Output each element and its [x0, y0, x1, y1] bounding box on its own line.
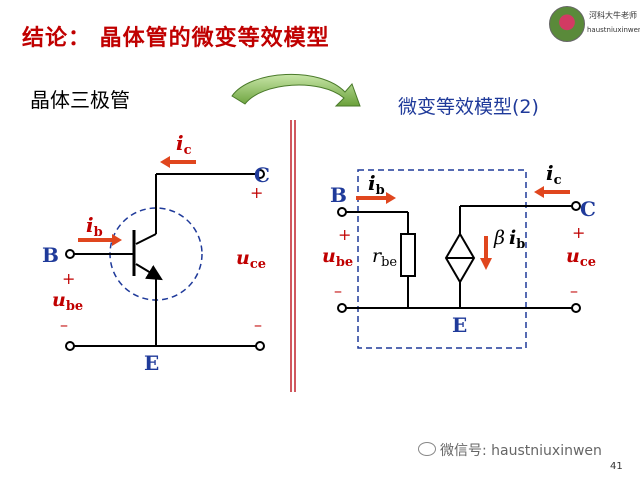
- model-plus-c: +: [572, 223, 585, 242]
- c-terminal: [255, 169, 265, 179]
- model-b-terminal: [337, 207, 347, 217]
- model-left-bottom-terminal: [337, 303, 347, 313]
- b-terminal: [65, 249, 75, 259]
- wechat-watermark: 微信号: haustniuxinwen: [418, 440, 602, 460]
- ib-label: ib: [86, 213, 103, 240]
- ic-label: ic: [176, 131, 192, 158]
- logo-flower-icon: [549, 6, 585, 42]
- transistor-circuit: [72, 173, 256, 347]
- rbe-label: rbe: [372, 245, 397, 270]
- logo-handle: haustniuxinwen: [587, 26, 640, 34]
- left-bottom-terminal: [65, 341, 75, 351]
- model-ib-label: ib: [368, 171, 385, 198]
- watermark-text: 微信号: haustniuxinwen: [440, 443, 602, 459]
- wechat-icon: [418, 442, 436, 456]
- c-label: C: [254, 163, 270, 187]
- logo: 河科大牛老师 haustniuxinwen: [549, 4, 640, 44]
- model-e-label: E: [452, 313, 467, 337]
- transform-arrow-icon: [231, 74, 361, 107]
- model-ib-arrow-icon: [356, 192, 396, 204]
- plus-b: +: [62, 269, 75, 288]
- model-plus-b: +: [338, 225, 351, 244]
- model-right-bottom-terminal: [571, 303, 581, 313]
- model-c-label: C: [580, 197, 596, 221]
- ic-arrow-icon: [160, 156, 196, 168]
- model-minus-c: –: [570, 281, 578, 300]
- model-ube-label: ube: [322, 245, 353, 270]
- minus-c: –: [254, 315, 262, 334]
- source-current-arrow-icon: [480, 236, 492, 270]
- page-number: 41: [610, 461, 623, 472]
- model-uce-label: uce: [566, 245, 596, 270]
- emitter-arrow: [135, 263, 163, 281]
- uce-label: uce: [236, 247, 266, 272]
- left-panel-title: 晶体三极管: [30, 88, 130, 112]
- rbe-resistor: [400, 233, 416, 277]
- e-label: E: [144, 351, 159, 375]
- model-dashed-box: [357, 169, 527, 349]
- model-ic-label: ic: [546, 161, 562, 188]
- model-b-label: B: [330, 183, 347, 207]
- right-panel-title: 微变等效模型(2): [398, 96, 539, 118]
- right-bottom-terminal: [255, 341, 265, 351]
- model-ic-arrow-icon: [534, 186, 570, 198]
- page-title: 结论： 晶体管的微变等效模型: [22, 26, 330, 51]
- equivalent-circuit: [346, 205, 572, 309]
- ube-label: ube: [52, 289, 83, 314]
- model-minus-b: –: [334, 281, 342, 300]
- model-c-terminal: [571, 201, 581, 211]
- collector-junction: [135, 233, 157, 245]
- b-label: B: [42, 243, 59, 267]
- ib-arrow-icon: [78, 234, 122, 246]
- minus-b: –: [60, 315, 68, 334]
- logo-name: 河科大牛老师: [589, 11, 637, 20]
- plus-c: +: [250, 183, 263, 202]
